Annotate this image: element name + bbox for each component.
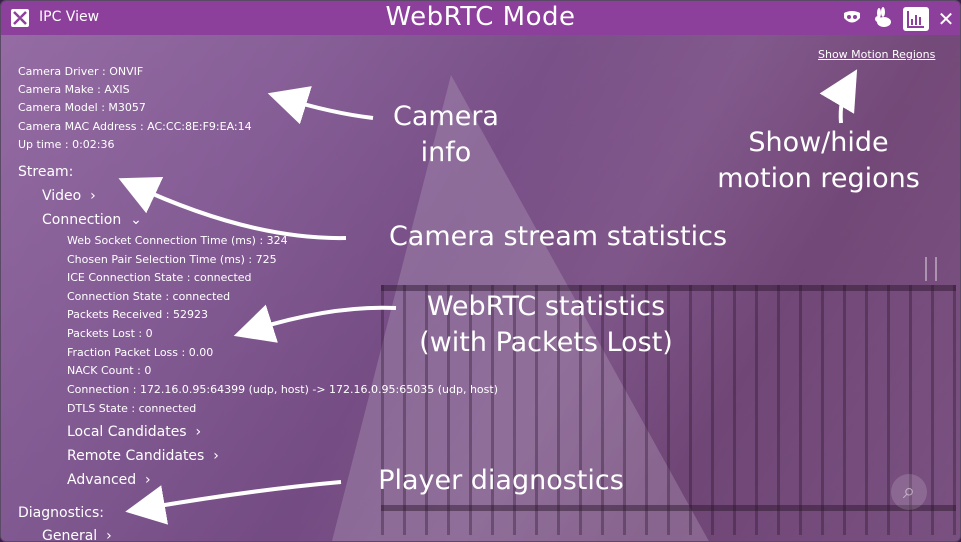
remote-candidates-label: Remote Candidates xyxy=(67,448,205,464)
callout-motion-line2: motion regions xyxy=(717,163,920,194)
app-title: IPC View xyxy=(39,9,100,25)
camera-mac: Camera MAC Address : AC:CC:8E:F9:EA:14 xyxy=(18,120,252,133)
fence-rail-bottom xyxy=(381,505,956,511)
chevron-right-icon: › xyxy=(101,528,112,541)
chevron-right-icon: › xyxy=(85,188,96,204)
camera-driver: Camera Driver : ONVIF xyxy=(18,65,144,78)
callout-motion-line1: Show/hide xyxy=(748,127,889,158)
stat-pair-selection: Chosen Pair Selection Time (ms) : 725 xyxy=(67,253,277,266)
camera-make: Camera Make : AXIS xyxy=(18,83,130,96)
video-toggle[interactable]: Video › xyxy=(42,188,96,204)
stat-packets-received: Packets Received : 52923 xyxy=(67,308,208,321)
camera-uptime: Up time : 0:02:36 xyxy=(18,138,115,151)
chevron-down-icon: ⌄ xyxy=(125,212,142,228)
callout-webrtc-line1: WebRTC statistics xyxy=(426,291,666,322)
callout-camera-info-line1: Camera xyxy=(393,101,499,132)
stat-connection-state: Connection State : connected xyxy=(67,290,231,303)
app-logo-icon xyxy=(11,9,29,27)
stat-fraction-loss: Fraction Packet Loss : 0.00 xyxy=(67,346,214,359)
arrow-stream-stats xyxy=(118,177,347,241)
callout-player-diagnostics: Player diagnostics xyxy=(378,465,624,496)
diagnostics-heading: Diagnostics: xyxy=(18,505,104,521)
arrow-motion xyxy=(819,69,858,124)
mode-title: WebRTC Mode xyxy=(385,2,576,32)
local-candidates-toggle[interactable]: Local Candidates › xyxy=(67,424,201,440)
general-label: General xyxy=(42,528,98,541)
callout-stream-stats: Camera stream statistics xyxy=(388,221,728,252)
fence-rail-top xyxy=(381,285,956,291)
connection-toggle[interactable]: Connection ⌄ xyxy=(42,212,142,228)
arrow-player xyxy=(125,480,342,525)
stat-packets-lost: Packets Lost : 0 xyxy=(67,327,153,340)
camera-video-view: Camera Driver : ONVIF Camera Make : AXIS… xyxy=(1,35,960,541)
stat-connection-pair: Connection : 172.16.0.95:64399 (udp, hos… xyxy=(67,383,498,396)
zoom-icon[interactable]: ⌕ xyxy=(891,474,927,510)
stats-chart-icon[interactable] xyxy=(903,7,929,31)
remote-candidates-toggle[interactable]: Remote Candidates › xyxy=(67,448,219,464)
stat-websocket-time: Web Socket Connection Time (ms) : 324 xyxy=(67,234,288,247)
title-bar: IPC View WebRTC Mode ✕ xyxy=(1,1,960,35)
stat-ice-state: ICE Connection State : connected xyxy=(67,271,252,284)
close-icon[interactable]: ✕ xyxy=(937,7,955,31)
resize-handle[interactable] xyxy=(925,257,937,281)
stream-heading: Stream: xyxy=(18,164,74,180)
camera-model: Camera Model : M3057 xyxy=(18,101,146,114)
chevron-right-icon: › xyxy=(140,472,151,488)
chevron-right-icon: › xyxy=(191,424,202,440)
chevron-right-icon: › xyxy=(208,448,219,464)
callout-camera-info: Camera info xyxy=(381,99,511,171)
advanced-label: Advanced xyxy=(67,472,137,488)
general-toggle[interactable]: General › xyxy=(42,528,112,541)
callout-motion: Show/hide motion regions xyxy=(701,125,936,197)
local-candidates-label: Local Candidates xyxy=(67,424,187,440)
video-label: Video xyxy=(42,188,82,204)
connection-label: Connection xyxy=(42,212,122,228)
callout-camera-info-line2: info xyxy=(420,137,472,168)
advanced-toggle[interactable]: Advanced › xyxy=(67,472,151,488)
fence-background xyxy=(381,285,956,535)
show-motion-regions-link[interactable]: Show Motion Regions xyxy=(818,48,936,61)
callout-webrtc: WebRTC statistics (with Packets Lost) xyxy=(381,289,711,361)
stat-dtls-state: DTLS State : connected xyxy=(67,402,197,415)
stat-nack-count: NACK Count : 0 xyxy=(67,364,152,377)
mask-icon[interactable] xyxy=(840,7,864,31)
callout-webrtc-line2: (with Packets Lost) xyxy=(419,327,673,358)
rabbit-icon[interactable] xyxy=(871,7,895,31)
